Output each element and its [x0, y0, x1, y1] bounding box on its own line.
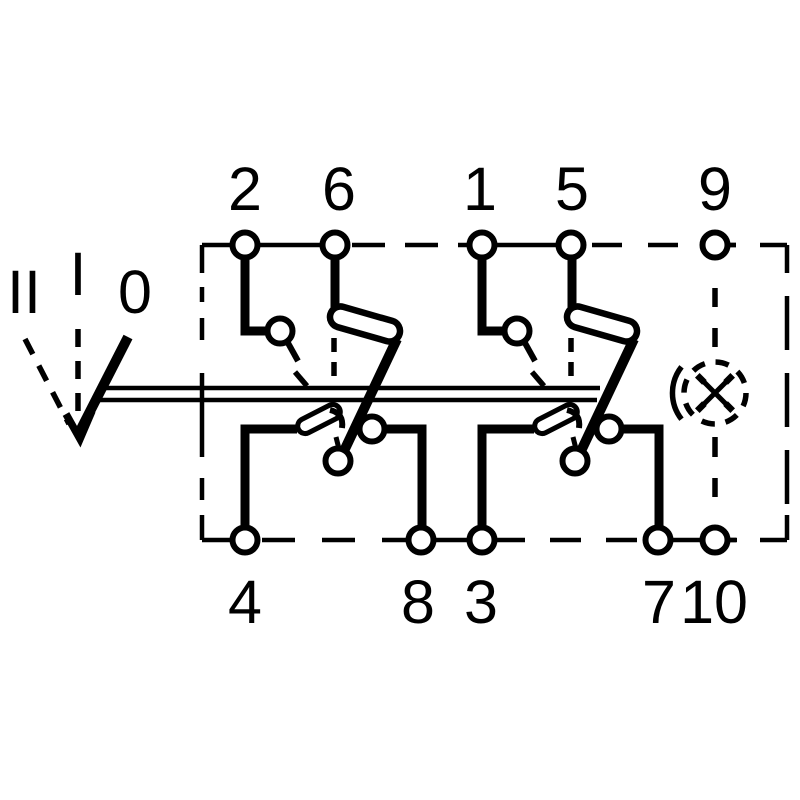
lamp-dashed-circle: [681, 359, 749, 427]
pole1-fixed-contact-dash: [292, 370, 310, 388]
box-right-border: [760, 242, 790, 543]
position-II-label: II: [7, 258, 41, 326]
pole2-rocker-contact: [563, 303, 641, 345]
position-0-label: 0: [118, 258, 152, 326]
pole1-output-wire-terminal8: [384, 424, 427, 528]
terminal-5-label: 5: [555, 155, 589, 223]
terminal-2: [229, 229, 261, 261]
pole2-fixed-contact-tick: [522, 341, 538, 363]
switch-body-outline: [199, 242, 790, 543]
position-I-label: I: [70, 240, 87, 308]
lamp-reflector-arc: [669, 365, 684, 421]
terminal-6-label: 6: [322, 155, 356, 223]
mechanical-link-bar: [95, 385, 600, 403]
terminal-2-label: 2: [228, 155, 262, 223]
terminal-circles: [229, 229, 736, 556]
box-left-border: [199, 242, 233, 543]
lamp-cross-icon: [702, 380, 728, 406]
pole2-output-contact: [593, 413, 625, 445]
position-labels: II I 0: [7, 240, 152, 326]
pole2-pivot-contact: [559, 445, 591, 477]
terminal-4: [229, 524, 261, 556]
terminal-5: [555, 229, 587, 261]
pole1-fixed-contact: [264, 315, 296, 347]
terminal-9-label: 9: [698, 155, 732, 223]
terminal-9: [699, 229, 731, 261]
pole2-rocker-lever: [576, 336, 639, 454]
lever-arrowhead: [62, 409, 96, 448]
terminal-labels: 2 6 1 5 9 4 8 3 7 10: [228, 155, 748, 636]
lamp-cross-ray-dashes: [695, 373, 735, 413]
lever-mechanism: [22, 329, 133, 448]
pole1-rocker-lever: [339, 336, 402, 454]
pole2-fixed-contact-dash: [529, 370, 547, 388]
terminal-1: [466, 229, 498, 261]
terminal-3-label: 3: [464, 568, 498, 636]
pole1-bridge-contact: [295, 401, 343, 437]
pole2-fixed-contact: [501, 315, 533, 347]
terminal-8: [405, 524, 437, 556]
position-II-dashed-line: [22, 337, 72, 426]
pole1-bridge-hook: [329, 407, 346, 429]
terminal-4-label: 4: [228, 568, 262, 636]
pole2-bridge-hook: [566, 407, 583, 429]
pole2-feed-wire-terminal3: [477, 424, 534, 528]
terminal-10: [699, 524, 731, 556]
terminal-10-label: 10: [680, 568, 748, 636]
terminal-6: [319, 229, 351, 261]
terminal-7: [642, 524, 674, 556]
pole1-pivot-contact: [322, 445, 354, 477]
illumination-lamp-symbol: [669, 288, 749, 497]
terminal-1-label: 1: [463, 155, 497, 223]
pole2-wire-terminal1: [477, 257, 504, 336]
pole1-wire-terminal2: [240, 257, 267, 336]
pole1-feed-wire-terminal4: [240, 424, 297, 528]
terminal-8-label: 8: [401, 568, 435, 636]
pole1-output-contact: [356, 413, 388, 445]
terminal-7-label: 7: [642, 568, 676, 636]
pole2-bridge-contact: [532, 401, 580, 437]
pole1-fixed-contact-tick: [285, 341, 301, 363]
pole2-output-wire-terminal7: [621, 424, 664, 528]
pole-1-contact-group: [240, 257, 427, 528]
terminal-3: [466, 524, 498, 556]
pole-2-contact-group: [477, 257, 664, 528]
pole1-rocker-contact: [326, 303, 404, 345]
